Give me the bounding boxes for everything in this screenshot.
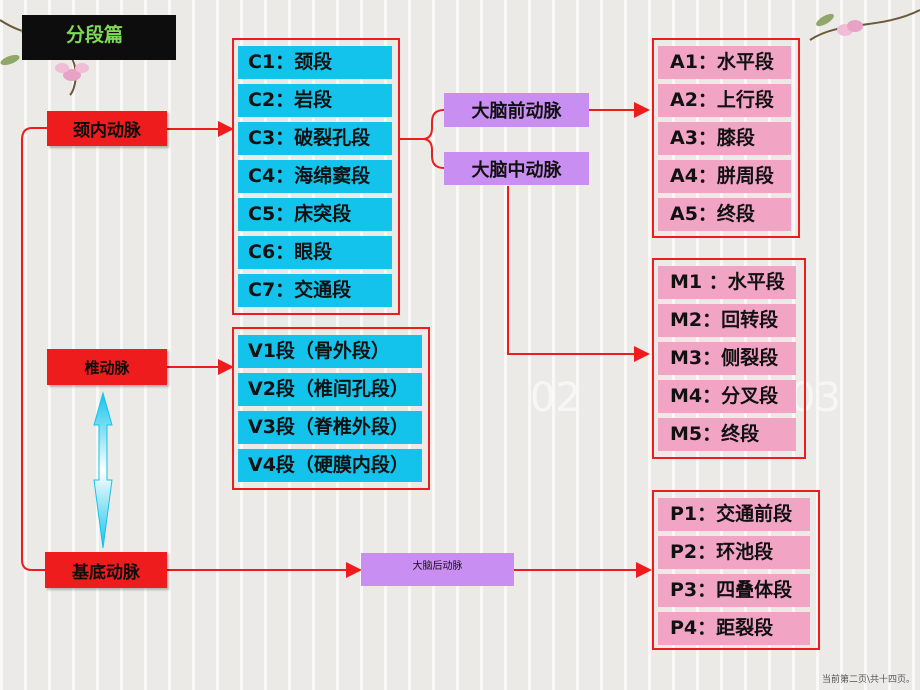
m-segment-item: M3：侧裂段 — [658, 342, 796, 375]
watermark-02: 02 — [530, 375, 581, 421]
c-segment-item: C2：岩段 — [238, 84, 392, 117]
m-segment-item: M1 ：水平段 — [658, 266, 796, 299]
v-segment-item: V4段（硬膜内段） — [238, 449, 422, 482]
basilar-artery-box: 基底动脉 — [45, 552, 167, 588]
m-segment-item: M5：终段 — [658, 418, 796, 451]
page-footer: 当前第二页\共十四页。 — [822, 675, 916, 685]
aca-box: 大脑前动脉 — [444, 93, 589, 127]
c-segment-item: C5：床突段 — [238, 198, 392, 231]
c-segments-frame — [232, 38, 400, 315]
a-segment-item: A5：终段 — [658, 198, 791, 231]
v-segment-item: V2段（椎间孔段） — [238, 373, 422, 406]
p-segment-item: P4：距裂段 — [658, 612, 810, 645]
v-segment-item: V1段（骨外段） — [238, 335, 422, 368]
p-segment-item: P1：交通前段 — [658, 498, 810, 531]
a-segment-item: A3：膝段 — [658, 122, 791, 155]
internal-carotid-artery-box: 颈内动脉 — [47, 111, 167, 146]
c-segment-list: C1：颈段 C2：岩段 C3：破裂孔段 C4：海绵窦段 C5：床突段 C6：眼段… — [238, 46, 392, 307]
p-segment-list: P1：交通前段 P2：环池段 P3：四叠体段 P4：距裂段 — [658, 498, 810, 645]
a-segment-item: A4：胼周段 — [658, 160, 791, 193]
p-segment-item: P3：四叠体段 — [658, 574, 810, 607]
c-segment-item: C4：海绵窦段 — [238, 160, 392, 193]
a-segment-item: A2：上行段 — [658, 84, 791, 117]
m-segment-item: M2：回转段 — [658, 304, 796, 337]
a-segments-frame — [652, 38, 800, 238]
p-segment-item: P2：环池段 — [658, 536, 810, 569]
v-segments-frame — [232, 327, 430, 490]
c-segment-item: C6：眼段 — [238, 236, 392, 269]
decorative-flower-right — [809, 9, 920, 41]
a-segment-list: A1：水平段 A2：上行段 A3：膝段 A4：胼周段 A5：终段 — [658, 46, 791, 231]
vertebral-artery-box: 椎动脉 — [47, 349, 167, 385]
c-segment-item: C7：交通段 — [238, 274, 392, 307]
pca-box: 大脑后动脉 — [361, 553, 514, 586]
watermark-03: 03 — [790, 375, 841, 421]
m-segment-item: M4：分叉段 — [658, 380, 796, 413]
v-segment-list: V1段（骨外段） V2段（椎间孔段） V3段（脊椎外段） V4段（硬膜内段） — [238, 335, 422, 482]
page-title: 分段篇 — [22, 15, 176, 60]
c-segment-item: C3：破裂孔段 — [238, 122, 392, 155]
p-segments-frame — [652, 490, 820, 650]
v-segment-item: V3段（脊椎外段） — [238, 411, 422, 444]
c-segment-item: C1：颈段 — [238, 46, 392, 79]
mca-box: 大脑中动脉 — [444, 152, 589, 185]
a-segment-item: A1：水平段 — [658, 46, 791, 79]
m-segment-list: M1 ：水平段 M2：回转段 M3：侧裂段 M4：分叉段 M5：终段 — [658, 266, 796, 451]
m-segments-frame — [652, 258, 806, 459]
